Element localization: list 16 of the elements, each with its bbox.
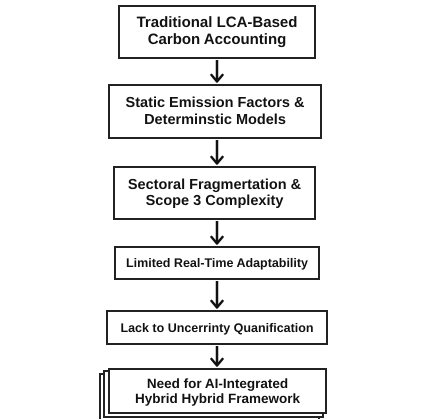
process-box: [118, 5, 316, 59]
box-label: Traditional LCA-Based Carbon Accounting: [136, 15, 298, 49]
box-label: Static Emission Factors & Determinstic Models: [124, 95, 306, 128]
arrow: [210, 281, 224, 309]
arrow: [210, 346, 224, 367]
process-box: [113, 166, 316, 220]
arrow: [210, 140, 224, 165]
box-label: Limited Real-Time Adaptability: [126, 256, 308, 270]
process-box: [106, 310, 328, 345]
process-box: [108, 84, 322, 139]
arrow: [210, 221, 224, 245]
box-label: Need for AI-Integrated Hybrid Hybrid Framework: [134, 376, 302, 406]
box-label: Sectoral Fragmertation & Scope 3 Complexity: [126, 176, 302, 210]
box-label: Lack to Uncerrinty Quanification: [120, 320, 314, 334]
process-box: [114, 246, 320, 280]
arrow: [210, 60, 224, 83]
